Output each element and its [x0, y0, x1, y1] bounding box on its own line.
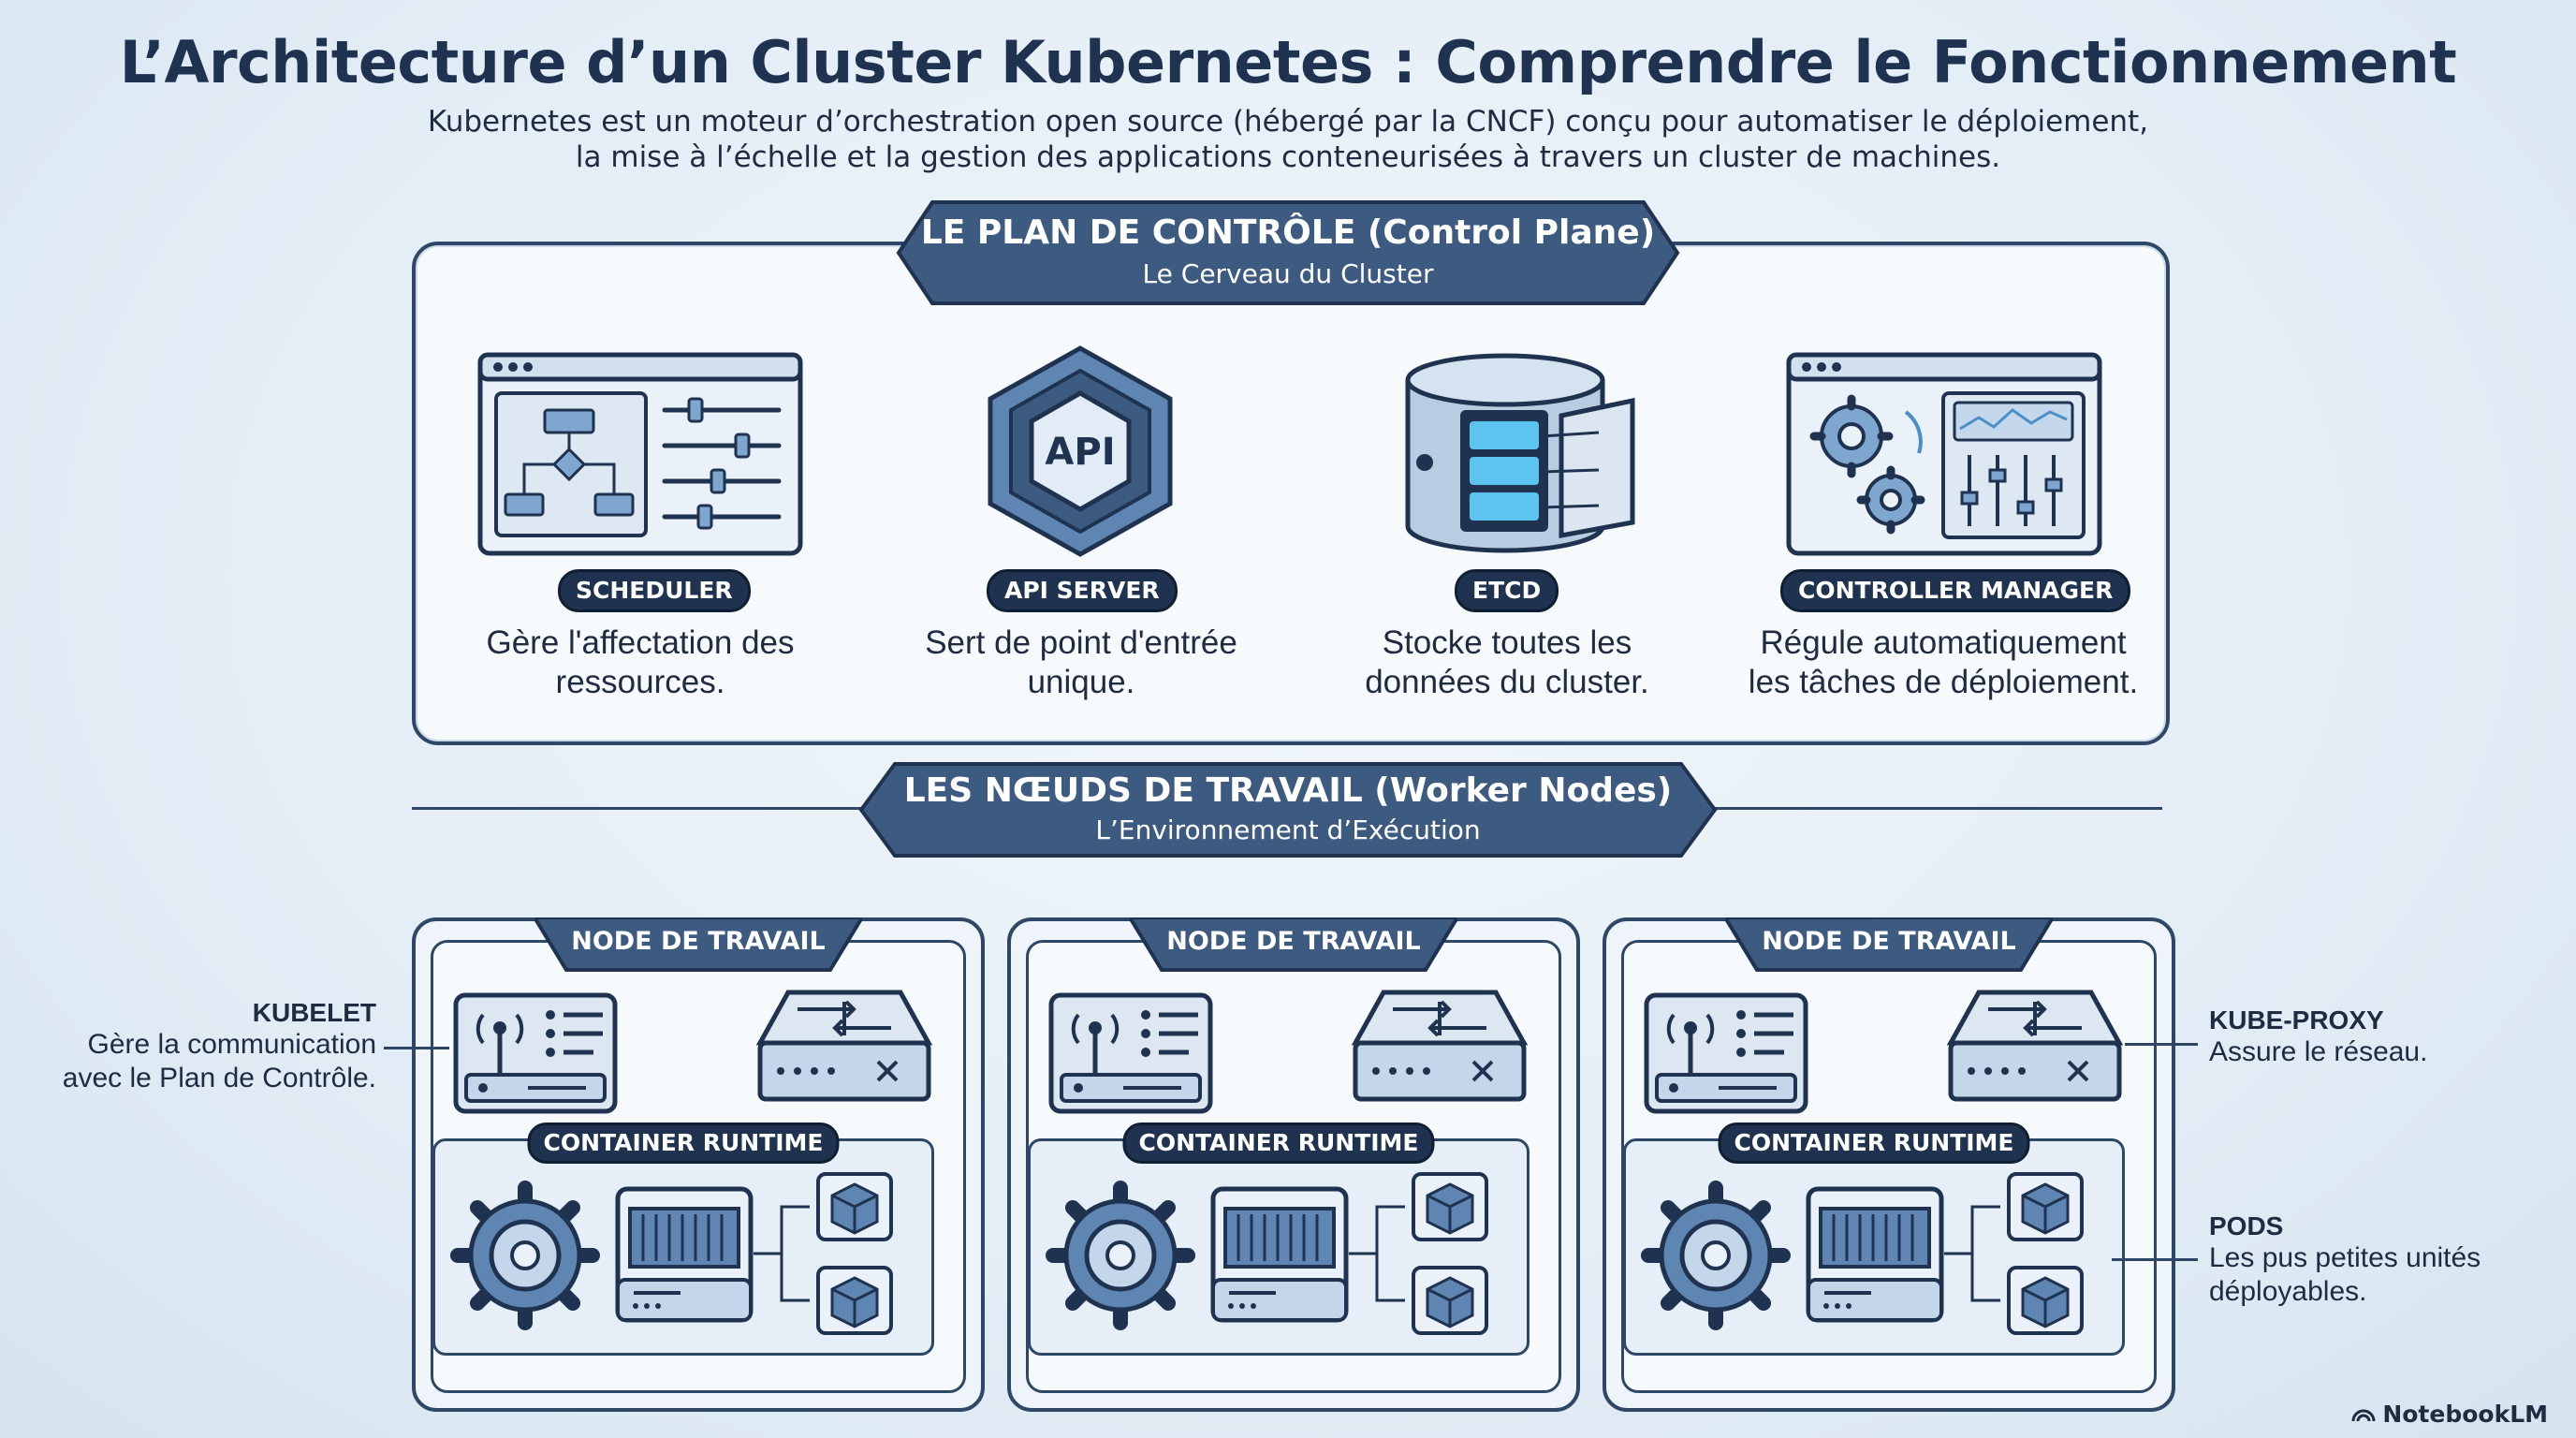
kube-proxy-leader-line — [2125, 1043, 2198, 1046]
kube-proxy-switch-icon — [1351, 989, 1529, 1108]
control-plane-subtitle: Le Cerveau du Cluster — [1142, 258, 1434, 289]
kube-proxy-desc-1: Assure le réseau. — [2209, 1036, 2428, 1067]
node-tab: NODE DE TRAVAIL — [1721, 916, 2056, 974]
runtime-gear-icon — [1641, 1181, 1791, 1335]
etcd-label: ETCD — [1455, 569, 1559, 612]
worker-node-1: NODE DE TRAVAIL CONTAINER — [412, 916, 985, 1412]
container-runtime: CONTAINER RUNTIME — [1028, 1123, 1530, 1356]
database-cylinder-icon — [1402, 352, 1653, 563]
worker-nodes-banner: LES NŒUDS DE TRAVAIL (Worker Nodes) L’En… — [857, 760, 1719, 859]
scheduler-label: SCHEDULER — [558, 569, 751, 612]
pod-cube-icon — [2006, 1265, 2085, 1341]
kube-proxy-switch-icon — [1946, 989, 2124, 1108]
runtime-gear-icon — [1046, 1181, 1195, 1335]
shipping-container-icon — [615, 1186, 754, 1328]
worker-node-3: NODE DE TRAVAIL CONTAINER — [1603, 916, 2175, 1412]
gears-dashboard-icon — [1786, 352, 2102, 561]
kubelet-desc-2: avec le Plan de Contrôle. — [62, 1063, 376, 1093]
api-server-label: API SERVER — [987, 569, 1178, 612]
control-plane-title: LE PLAN DE CONTRÔLE (Control Plane) — [920, 213, 1656, 252]
node-tab-label: NODE DE TRAVAIL — [1762, 927, 2016, 956]
shipping-container-icon — [1806, 1186, 1944, 1328]
kube-proxy-switch-icon — [755, 989, 933, 1108]
brand-label: NotebookLM — [2382, 1400, 2548, 1428]
controller-manager-label: CONTROLLER MANAGER — [1780, 569, 2131, 612]
subtitle-line-2: la mise à l’échelle et la gestion des ap… — [575, 140, 2001, 174]
scheduler-window-icon — [477, 352, 803, 561]
pod-cube-icon — [815, 1171, 894, 1247]
page-title: L’Architecture d’un Cluster Kubernetes :… — [119, 28, 2457, 96]
node-tab: NODE DE TRAVAIL — [531, 916, 866, 974]
pods-annotation: PODS Les pus petites unités déployables. — [2209, 1211, 2527, 1309]
kubelet-router-icon — [1644, 992, 1808, 1119]
worker-nodes-title: LES NŒUDS DE TRAVAIL (Worker Nodes) — [903, 771, 1673, 810]
container-runtime-label: CONTAINER RUNTIME — [527, 1123, 840, 1164]
pod-connector-lines — [1944, 1205, 2000, 1302]
pod-cube-icon — [1411, 1171, 1489, 1247]
container-runtime-label: CONTAINER RUNTIME — [1718, 1123, 2030, 1164]
pod-connector-lines — [1349, 1205, 1405, 1302]
kube-proxy-title: KUBE-PROXY — [2209, 1005, 2384, 1034]
kubelet-leader-line — [384, 1047, 449, 1049]
pods-desc-1: Les pus petites unités — [2209, 1242, 2481, 1273]
kube-proxy-annotation: KUBE-PROXY Assure le réseau. — [2209, 1005, 2527, 1069]
kubelet-annotation: KUBELET Gère la communication avec le Pl… — [56, 998, 376, 1095]
container-runtime-label: CONTAINER RUNTIME — [1122, 1123, 1435, 1164]
subtitle-line-1: Kubernetes est un moteur d’orchestration… — [427, 105, 2149, 139]
node-tab-label: NODE DE TRAVAIL — [571, 927, 826, 956]
kubelet-title: KUBELET — [252, 998, 376, 1027]
control-plane-banner: LE PLAN DE CONTRÔLE (Control Plane) Le C… — [895, 198, 1681, 307]
pod-cube-icon — [815, 1265, 894, 1341]
notebooklm-brand: NotebookLM — [2350, 1401, 2548, 1430]
kubelet-router-icon — [1048, 992, 1213, 1119]
pod-cube-icon — [2006, 1171, 2085, 1247]
pods-leader-line — [2112, 1258, 2198, 1261]
pods-desc-2: déployables. — [2209, 1276, 2367, 1307]
pod-cube-icon — [1411, 1265, 1489, 1341]
runtime-gear-icon — [450, 1181, 600, 1335]
worker-node-2: NODE DE TRAVAIL CONTAINER — [1007, 916, 1580, 1412]
container-runtime: CONTAINER RUNTIME — [1623, 1123, 2125, 1356]
node-tab-label: NODE DE TRAVAIL — [1166, 927, 1421, 956]
pods-title: PODS — [2209, 1211, 2284, 1240]
kubelet-router-icon — [453, 992, 618, 1119]
pod-connector-lines — [754, 1205, 810, 1302]
shipping-container-icon — [1210, 1186, 1349, 1328]
api-icon-text: API — [1045, 431, 1115, 474]
node-tab: NODE DE TRAVAIL — [1126, 916, 1461, 974]
api-hexagon-icon: API — [983, 345, 1178, 563]
kubelet-desc-1: Gère la communication — [87, 1029, 376, 1060]
container-runtime: CONTAINER RUNTIME — [432, 1123, 934, 1356]
worker-nodes-subtitle: L’Environnement d’Exécution — [1095, 814, 1481, 845]
notebooklm-logo-icon — [2350, 1401, 2377, 1429]
